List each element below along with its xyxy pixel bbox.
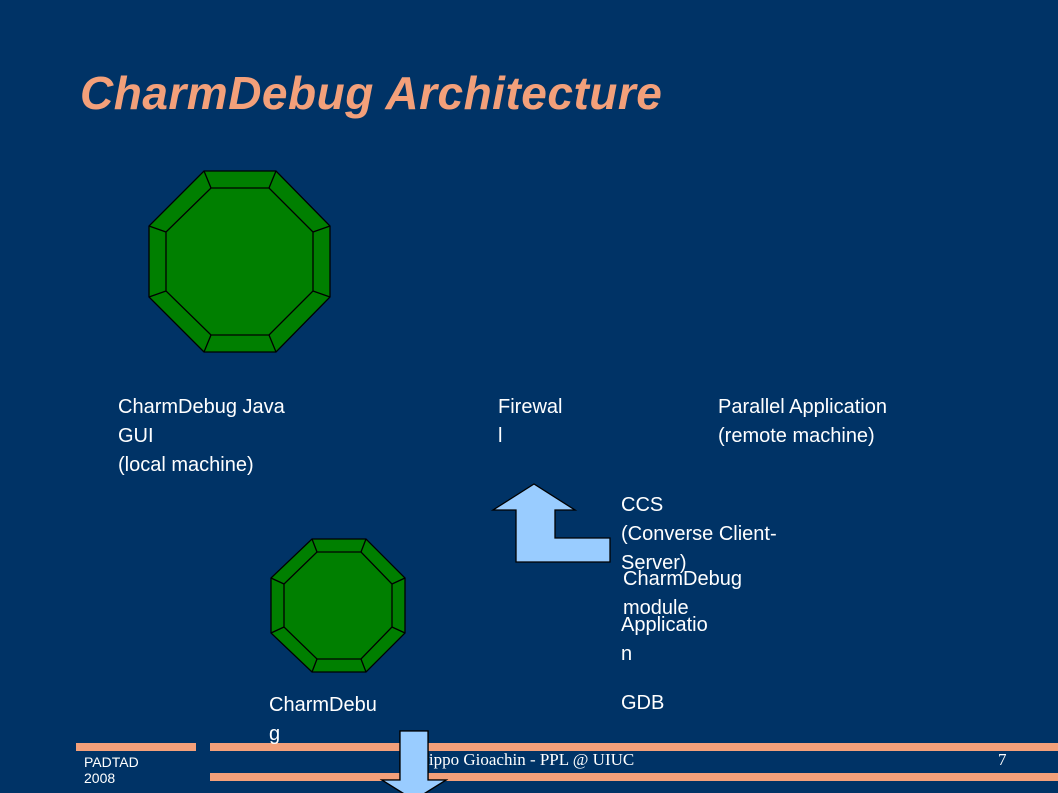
gui-octagon-icon <box>148 170 331 353</box>
ccs-label: CCS (Converse Client- Server) <box>621 494 777 574</box>
page-number: 7 <box>998 750 1007 769</box>
application-label: Applicatio n <box>621 614 708 665</box>
gdb-label: GDB <box>621 692 665 714</box>
module-label: CharmDebug module <box>623 568 742 619</box>
footer-bar-top <box>210 743 1058 751</box>
footer-bar-bottom <box>210 773 1058 781</box>
footer-center: Filippo Gioachin - PPL @ UIUC <box>410 750 635 769</box>
bent-arrow-icon <box>490 483 611 563</box>
footer-bar-left <box>76 743 196 751</box>
charmdebug-octagon-icon <box>270 538 406 673</box>
charmdebug-small-label: CharmDebu g <box>269 694 377 745</box>
gui-label: CharmDebug Java GUI (local machine) <box>118 396 285 476</box>
footer-left: PADTAD 2008 <box>84 754 139 786</box>
firewall-label: Firewal l <box>498 396 563 447</box>
parallel-app-label: Parallel Application (remote machine) <box>718 396 887 447</box>
slide-title: CharmDebug Architecture <box>80 67 663 119</box>
